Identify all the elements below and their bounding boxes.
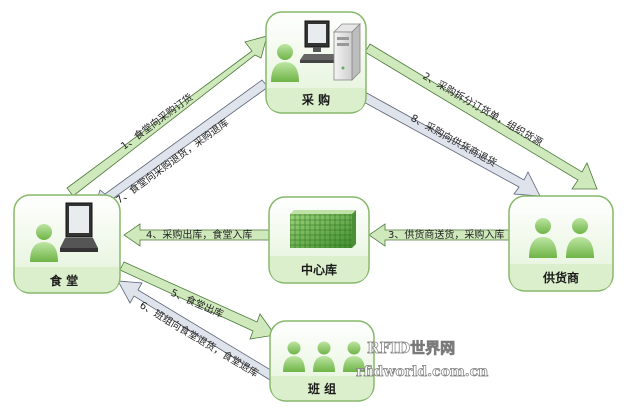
arrow-1 [66,35,268,197]
node-central-warehouse: 中心库 [268,196,370,284]
person-icon [283,341,305,372]
node-label-supplier: 供货商 [542,270,579,285]
person-icon [30,224,58,262]
node-label-central-warehouse: 中心库 [301,262,337,277]
warehouse-icon [290,210,356,248]
node-team: 班 组 [269,320,375,402]
person-icon [313,341,335,372]
node-purchasing: 采 购 [265,11,367,114]
arrow-4 [123,223,270,247]
arrow-3 [368,223,511,247]
arrow-8 [359,91,541,197]
node-label-canteen: 食 堂 [49,273,78,288]
person-icon [529,218,557,258]
person-icon [271,44,299,82]
computer-tower-icon [333,23,361,81]
person-icon [566,218,594,258]
node-canteen: 食 堂 [13,194,121,294]
edge-label-3: 3、供货商送货，采购入库 [388,228,504,241]
node-label-purchasing: 采 购 [301,92,330,107]
edge-label-4: 4、采购出库，食堂入库 [146,228,252,241]
arrow-5 [119,261,276,340]
watermark-line-1: RFID世界网 [367,339,455,357]
monitor-icon [300,20,338,63]
person-icon [343,341,365,372]
monitor-icon [60,202,98,252]
node-supplier: 供货商 [508,195,614,292]
arrow-2 [364,43,598,190]
arrows-layer [66,35,598,381]
watermark-line-2: rfidworld.com.cn [356,364,488,380]
arrow-6 [117,280,275,381]
node-label-team: 班 组 [308,381,336,396]
edge-label-7: 7、食堂向采购退货，采购退库 [113,116,231,207]
